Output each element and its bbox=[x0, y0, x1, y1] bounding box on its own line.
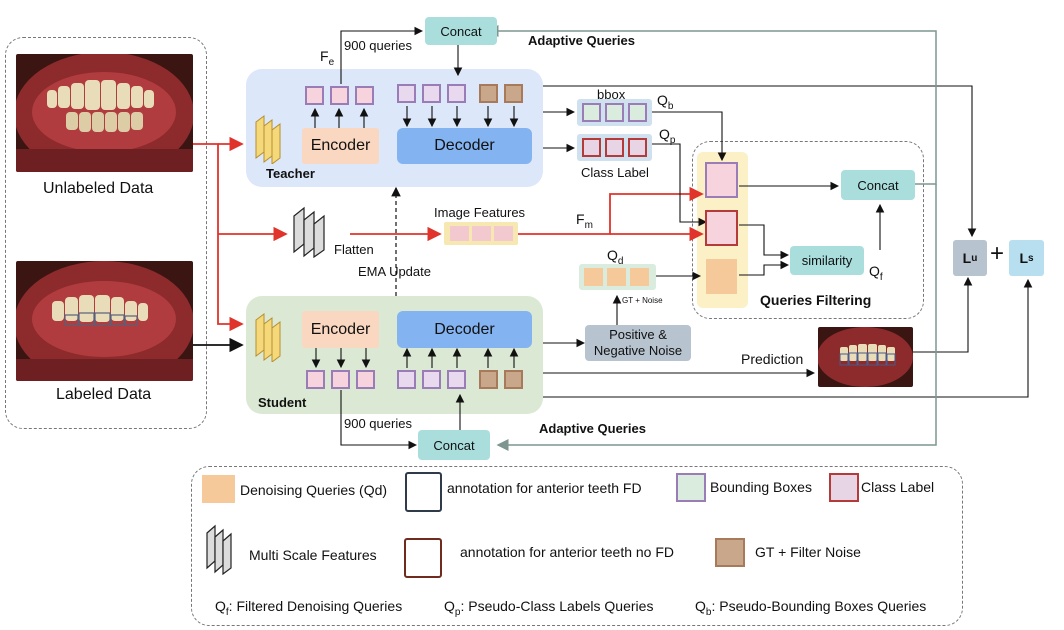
qd-label: Qd bbox=[607, 247, 624, 267]
loss-plus: + bbox=[990, 240, 1005, 267]
student-dec-query-3 bbox=[447, 370, 466, 389]
image-feature-2 bbox=[472, 226, 491, 241]
bbox-query-2 bbox=[605, 103, 624, 122]
student-dec-query-5 bbox=[504, 370, 523, 389]
class-query-1 bbox=[582, 138, 601, 157]
ema-update-label: EMA Update bbox=[358, 264, 431, 279]
student-label: Student bbox=[258, 395, 307, 410]
teacher-dec-query-3 bbox=[447, 84, 466, 103]
legend-denoising-swatch bbox=[202, 475, 235, 503]
legend-anterior-fd-label: annotation for anterior teeth FD bbox=[447, 480, 642, 496]
labeled-data-label: Labeled Data bbox=[56, 386, 152, 403]
student-enc-query-3 bbox=[356, 370, 375, 389]
pos-neg-line-1: Positive & bbox=[609, 327, 667, 342]
class-label-text: Class Label bbox=[581, 165, 649, 180]
filter-qd-box bbox=[706, 259, 737, 294]
unlabeled-teeth-image bbox=[16, 54, 193, 172]
legend-qb-definition: Qb: Pseudo-Bounding Boxes Queries bbox=[695, 598, 927, 618]
flatten-multiscale-icon bbox=[293, 206, 325, 258]
filter-qb-box bbox=[705, 162, 738, 198]
legend-qf-definition: Qf: Filtered Denoising Queries bbox=[215, 598, 403, 618]
legend-anterior-fd-swatch bbox=[405, 472, 442, 512]
teacher-multiscale-icon bbox=[255, 115, 281, 164]
legend-panel bbox=[191, 466, 963, 626]
student-enc-query-2 bbox=[331, 370, 350, 389]
positive-negative-noise-node: Positive & Negative Noise bbox=[585, 325, 691, 361]
fe-label: Fe bbox=[320, 48, 335, 68]
teacher-enc-query-1 bbox=[305, 86, 324, 105]
bottom-concat-node: Concat bbox=[418, 430, 490, 460]
top-adaptive-queries-label: Adaptive Queries bbox=[528, 33, 635, 48]
top-concat-node: Concat bbox=[425, 17, 497, 45]
legend-multiscale-icon bbox=[206, 524, 232, 575]
teacher-dec-query-5 bbox=[504, 84, 523, 103]
legend-bbox-swatch bbox=[676, 473, 706, 502]
bbox-label: bbox bbox=[597, 87, 626, 102]
unlabeled-data-label: Unlabeled Data bbox=[43, 180, 154, 197]
bbox-query-1 bbox=[582, 103, 601, 122]
prediction-label: Prediction bbox=[741, 351, 804, 367]
bbox-query-3 bbox=[628, 103, 647, 122]
qd-query-1 bbox=[584, 268, 603, 286]
teacher-dec-query-2 bbox=[422, 84, 441, 103]
teacher-dec-query-4 bbox=[479, 84, 498, 103]
prediction-image bbox=[818, 327, 913, 387]
labeled-teeth-image bbox=[16, 261, 193, 381]
qd-query-2 bbox=[607, 268, 626, 286]
legend-bbox-label: Bounding Boxes bbox=[710, 479, 812, 495]
gt-noise-label: GT + Noise bbox=[622, 296, 663, 305]
legend-anterior-no-fd-label: annotation for anterior teeth no FD bbox=[460, 544, 675, 560]
image-feature-1 bbox=[450, 226, 469, 241]
image-features-label: Image Features bbox=[434, 205, 526, 220]
data-panel bbox=[5, 37, 207, 429]
bottom-adaptive-queries-label: Adaptive Queries bbox=[539, 421, 646, 436]
class-query-2 bbox=[605, 138, 624, 157]
qb-label: Qb bbox=[657, 92, 674, 112]
teacher-enc-query-3 bbox=[355, 86, 374, 105]
queries-filtering-title: Queries Filtering bbox=[760, 292, 872, 308]
student-multiscale-icon bbox=[255, 313, 281, 362]
class-query-3 bbox=[628, 138, 647, 157]
image-feature-3 bbox=[494, 226, 513, 241]
legend-qp-definition: Qp: Pseudo-Class Labels Queries bbox=[444, 598, 654, 618]
student-dec-query-4 bbox=[479, 370, 498, 389]
flatten-label: Flatten bbox=[334, 242, 374, 257]
student-enc-query-1 bbox=[306, 370, 325, 389]
bottom-900-queries-label: 900 queries bbox=[344, 416, 412, 431]
pos-neg-line-2: Negative Noise bbox=[593, 343, 683, 358]
legend-class-label: Class Label bbox=[861, 479, 935, 495]
similarity-node: similarity bbox=[790, 246, 864, 275]
teacher-label: Teacher bbox=[266, 166, 315, 181]
legend-class-swatch bbox=[829, 473, 859, 502]
qd-query-3 bbox=[630, 268, 649, 286]
teacher-dec-query-1 bbox=[397, 84, 416, 103]
top-900-queries-label: 900 queries bbox=[344, 38, 412, 53]
teacher-encoder: Encoder bbox=[302, 128, 379, 164]
legend-gt-filter-label: GT + Filter Noise bbox=[755, 544, 861, 560]
student-encoder: Encoder bbox=[302, 311, 379, 348]
legend-anterior-no-fd-swatch bbox=[404, 538, 442, 578]
teacher-decoder: Decoder bbox=[397, 128, 532, 164]
student-dec-query-2 bbox=[422, 370, 441, 389]
student-dec-query-1 bbox=[397, 370, 416, 389]
qp-label: Qp bbox=[659, 126, 676, 146]
legend-gt-filter-swatch bbox=[715, 538, 745, 567]
student-decoder: Decoder bbox=[397, 311, 532, 348]
legend-multiscale-label: Multi Scale Features bbox=[249, 547, 377, 563]
filter-qp-box bbox=[705, 210, 738, 246]
fm-label: Fm bbox=[576, 211, 593, 231]
legend-denoising-label: Denoising Queries (Qd) bbox=[240, 482, 388, 498]
qf-label: Qf bbox=[869, 263, 883, 283]
filtering-concat-node: Concat bbox=[841, 170, 915, 200]
teacher-enc-query-2 bbox=[330, 86, 349, 105]
